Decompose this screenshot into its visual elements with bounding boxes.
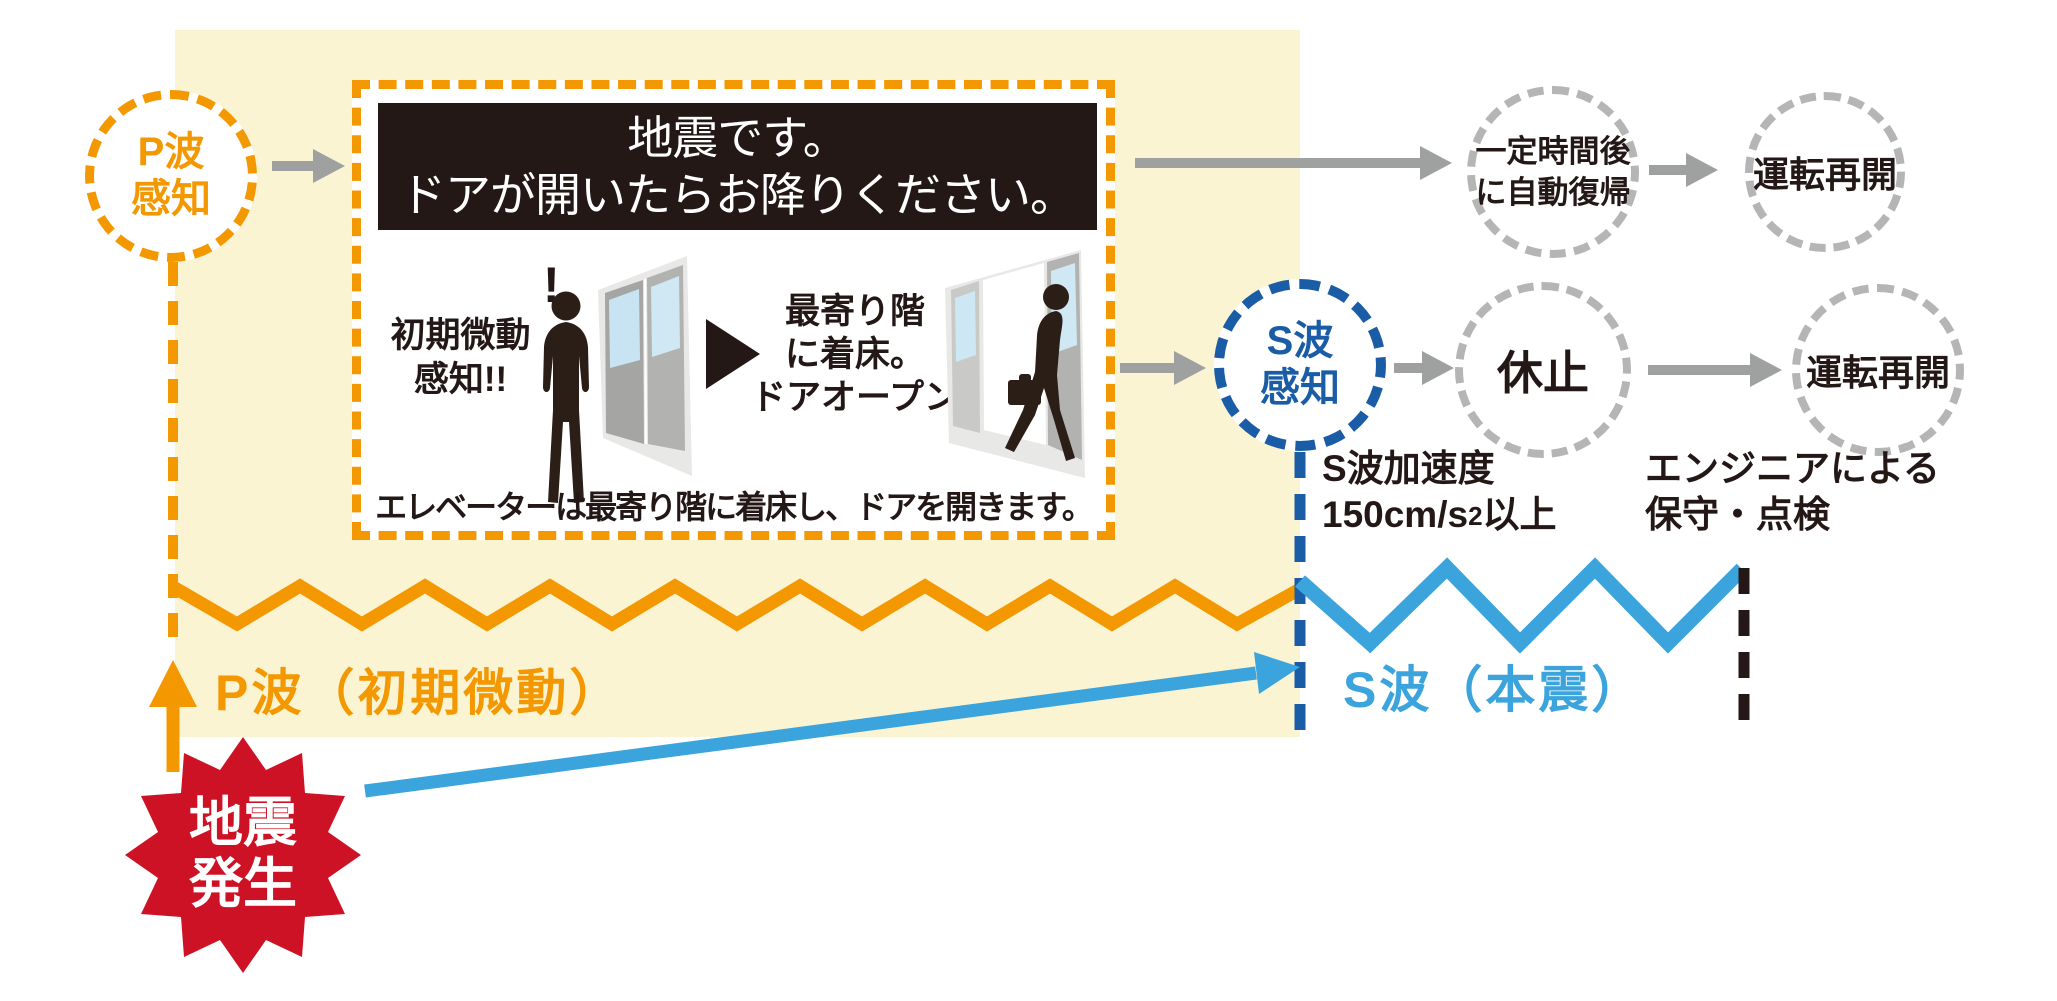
resume-circle-bottom: 運転再開 [1792, 284, 1964, 456]
nearest-floor-line1: 最寄り階 [784, 292, 925, 331]
announcement-line1: 地震です。 [627, 113, 848, 164]
s-wave-detect-circle: S波 感知 [1214, 279, 1386, 451]
initial-tremor-label: 初期微動 感知!! [368, 314, 553, 402]
standing-person-icon [543, 291, 589, 503]
s-wave-acceleration-line1: S波加速度 [1322, 448, 1495, 489]
resume-bottom-label: 運転再開 [1805, 352, 1950, 393]
s-wave-zigzag [1295, 557, 1748, 654]
panel-caption: エレベーターは最寄り階に着床し、ドアを開きます。 [375, 489, 1094, 525]
p-wave-detect-circle: P波 感知 [85, 90, 257, 262]
p-wave-detect-label-line1: P波 [137, 130, 205, 174]
announcement-banner: 地震です。 ドアが開いたらお降りください。 [378, 103, 1097, 230]
quake-origin-label: 地震 発生 [155, 793, 331, 915]
walking-person-icon [1005, 284, 1075, 461]
play-triangle-icon [706, 319, 760, 389]
engineer-note-line2: 保守・点検 [1645, 494, 1830, 535]
engineer-maintenance-note: エンジニアによる 保守・点検 [1645, 446, 1940, 538]
s-wave-acceleration-note: S波加速度 150cm/s2以上 [1322, 446, 1557, 539]
elevator-doors-closed-icon [598, 256, 692, 476]
initial-tremor-line2: 感知!! [413, 360, 508, 399]
pause-label: 休止 [1497, 347, 1589, 399]
nearest-floor-line3: ドアオープン [751, 378, 959, 417]
pause-circle: 休止 [1455, 282, 1631, 458]
s-wave-detect-label-line2: 感知 [1260, 366, 1340, 410]
p-wave-timeline-label: P波（初期微動） [215, 665, 623, 721]
engineer-note-line1: エンジニアによる [1645, 448, 1940, 489]
auto-return-circle: 一定時間後 に自動復帰 [1467, 86, 1639, 258]
resume-circle-top: 運転再開 [1745, 92, 1905, 252]
s-wave-detect-label-line1: S波 [1266, 319, 1334, 363]
auto-return-line2: に自動復帰 [1475, 175, 1631, 210]
s-wave-acceleration-line2: 150cm/s2以上 [1322, 494, 1557, 535]
quake-origin-line1: 地震 [189, 793, 297, 853]
announcement-line2: ドアが開いたらお降りください。 [400, 170, 1076, 221]
p-wave-detect-label-line2: 感知 [131, 177, 211, 221]
initial-tremor-line1: 初期微動 [390, 316, 531, 355]
auto-return-line1: 一定時間後 [1475, 134, 1631, 169]
quake-origin-line2: 発生 [189, 854, 297, 914]
nearest-floor-line2: に着床。 [784, 335, 925, 374]
resume-top-label: 運転再開 [1753, 154, 1898, 195]
s-wave-timeline-label: S波（本震） [1343, 662, 1645, 718]
nearest-floor-label: 最寄り階 に着床。 ドアオープン [745, 290, 965, 419]
